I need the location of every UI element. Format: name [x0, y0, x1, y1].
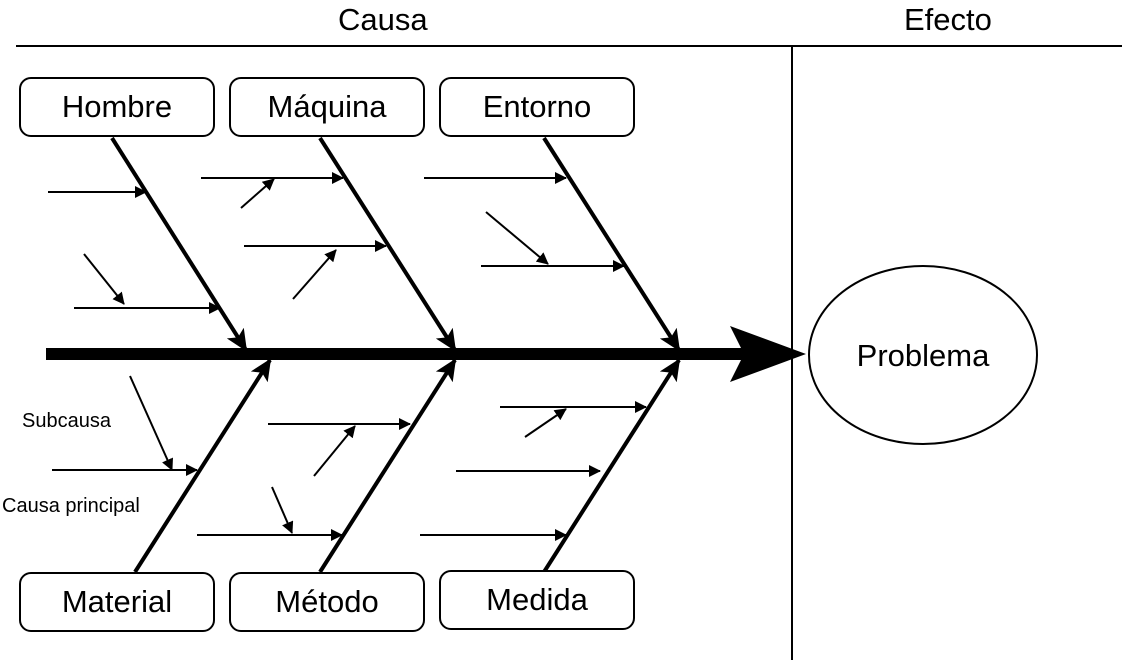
subcause-label: Subcausa — [22, 410, 111, 432]
effect-label: Problema — [856, 338, 990, 373]
bone-metodo — [318, 358, 457, 574]
bone-entorno — [542, 136, 681, 352]
effect-header: Efecto — [904, 2, 992, 37]
category-label: Máquina — [267, 89, 387, 124]
category-box-entorno: Entorno — [439, 77, 635, 137]
category-label: Hombre — [61, 89, 173, 124]
subcause-arrow — [524, 408, 567, 438]
spine-arrowhead — [730, 326, 806, 382]
subcause-arrow — [485, 211, 549, 265]
subcause-arrow — [313, 425, 356, 477]
bone-medida — [542, 358, 681, 574]
subcause-arrow — [129, 375, 173, 471]
main-cause-label: Causa principal — [2, 495, 140, 517]
subcause-arrow — [83, 253, 125, 305]
effect-ellipse — [808, 265, 1038, 445]
category-label: Método — [275, 584, 379, 619]
bone-maquina — [318, 136, 457, 352]
category-box-material: Material — [19, 572, 215, 632]
category-label: Medida — [486, 582, 588, 617]
cause-header: Causa — [338, 2, 428, 37]
bone-material — [133, 358, 272, 574]
category-label: Material — [61, 584, 173, 619]
bone-hombre — [110, 136, 248, 352]
subcause-arrow — [271, 486, 294, 534]
category-label: Entorno — [482, 89, 592, 124]
category-box-medida: Medida — [439, 570, 635, 630]
subcause-arrow — [292, 249, 337, 300]
category-box-metodo: Método — [229, 572, 425, 632]
category-box-maquina: Máquina — [229, 77, 425, 137]
subcause-arrow — [240, 178, 275, 209]
category-box-hombre: Hombre — [19, 77, 215, 137]
